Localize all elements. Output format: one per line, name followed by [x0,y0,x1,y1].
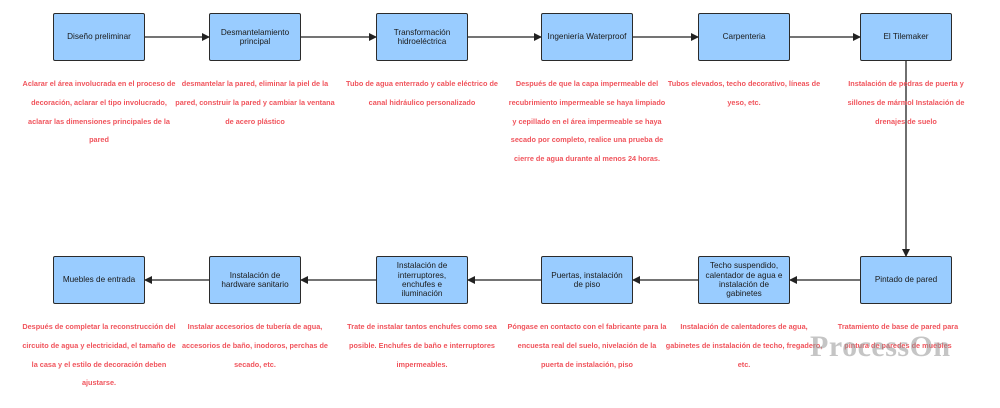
note-diseno-preliminar: Aclarar el área involucrada en el proces… [22,79,176,145]
node-ingenieria-waterproof[interactable]: Ingeniería Waterproof [541,13,633,61]
note-waterproof: Después de que la capa impermeable del r… [508,79,666,164]
note-tilemaker: Instalación de pedras de puerta y sillon… [847,79,965,126]
note-puertas-piso: Póngase en contacto con el fabricante pa… [507,322,667,369]
node-muebles-de-entrada[interactable]: Muebles de entrada [53,256,145,304]
node-diseno-preliminar[interactable]: Diseño preliminar [53,13,145,61]
note-pintado-de-pared: Tratamiento de base de pared para pintur… [837,322,959,350]
node-hardware-sanitario[interactable]: Instalación de hardware sanitario [209,256,301,304]
node-carpenteria[interactable]: Carpenteria [698,13,790,61]
node-instalacion-interruptores[interactable]: Instalación de interruptores, enchufes e… [376,256,468,304]
node-techo-suspendido[interactable]: Techo suspendido, calentador de agua e i… [698,256,790,304]
node-desmantelamiento-principal[interactable]: Desmantelamiento principal [209,13,301,61]
processon-watermark: ProcessOn [810,330,951,363]
note-hidroelectrica: Tubo de agua enterrado y cable eléctrico… [346,79,498,107]
note-interruptores: Trate de instalar tantos enchufes como s… [347,322,497,369]
note-desmantelamiento: desmantelar la pared, eliminar la piel d… [175,79,335,126]
note-carpenteria: Tubos elevados, techo decorativo, líneas… [667,79,821,107]
node-transformacion-hidroelectrica[interactable]: Transformación hidroeléctrica [376,13,468,61]
node-puertas-instalacion-piso[interactable]: Puertas, instalación de piso [541,256,633,304]
node-el-tilemaker[interactable]: El Tilemaker [860,13,952,61]
node-pintado-de-pared[interactable]: Pintado de pared [860,256,952,304]
note-techo-suspendido: Instalación de calentadores de agua, gab… [665,322,823,369]
note-hardware-sanitario: Instalar accesorios de tubería de agua, … [182,322,328,369]
note-muebles-de-entrada: Después de completar la reconstrucción d… [22,322,176,388]
